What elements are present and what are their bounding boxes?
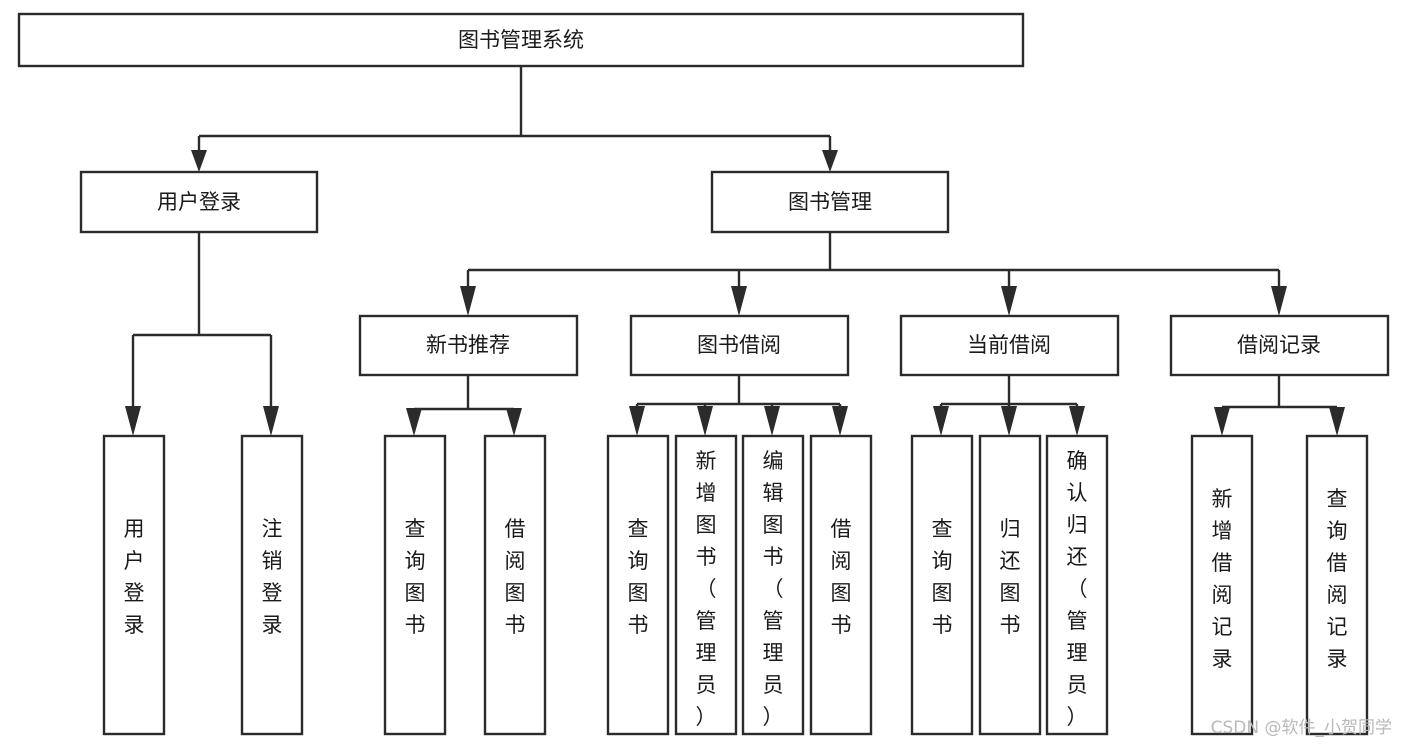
arrow-icon-leaf-logout: [263, 406, 279, 436]
node-current-borrow-box[interactable]: [899, 314, 1120, 377]
node-book-manage-box[interactable]: [710, 170, 950, 234]
arrow-icon-book-borrow: [731, 286, 747, 316]
leaf-node-borrow-query-book-box[interactable]: [606, 434, 670, 736]
leaf-node-borrow-query-book-label: 查询图书: [628, 517, 649, 637]
arrow-icon-newbook-leaf-1: [406, 408, 422, 436]
leaf-node-newbook-query-book[interactable]: 查询图书: [383, 434, 447, 736]
leaf-node-edit-book-admin[interactable]: 编辑图书（管理员）: [741, 434, 805, 736]
arrow-icon-borrowrecord-leaf-1: [1214, 407, 1230, 436]
node-borrow-record[interactable]: 借阅记录: [1169, 314, 1390, 377]
leaf-node-newbook-query-book-box[interactable]: [383, 434, 447, 736]
leaf-node-return-book-box[interactable]: [978, 434, 1042, 736]
arrow-icon-borrowrecord-leaf-2: [1329, 407, 1345, 436]
node-new-book-recommend-label: 新书推荐: [426, 333, 510, 357]
arrow-icon-bookborrow-leaf-2: [697, 406, 713, 436]
watermark-label: CSDN @软件_小贺同学: [1211, 718, 1392, 738]
leaf-node-query-borrow-record[interactable]: 查询借阅记录: [1305, 434, 1369, 736]
leaf-node-user-login[interactable]: 用户登录: [102, 434, 166, 736]
leaf-node-add-borrow-record-label: 新增借阅记录: [1212, 487, 1233, 671]
node-book-manage-label: 图书管理: [788, 190, 872, 214]
arrow-icon-current-borrow: [1001, 286, 1017, 316]
node-user-login-label: 用户登录: [157, 190, 241, 214]
node-user-login[interactable]: 用户登录: [79, 170, 319, 234]
leaf-node-add-borrow-record-box[interactable]: [1190, 434, 1254, 736]
leaf-node-add-book-admin[interactable]: 新增图书（管理员）: [674, 434, 738, 736]
leaf-node-confirm-return-admin[interactable]: 确认归还（管理员）: [1045, 434, 1109, 736]
leaf-node-logout[interactable]: 注销登录: [240, 434, 304, 736]
node-book-borrow-box[interactable]: [629, 314, 850, 377]
node-book-borrow-label: 图书借阅: [697, 333, 781, 357]
leaf-node-user-login-label: 用户登录: [124, 517, 145, 637]
arrow-icon-borrow-record: [1271, 286, 1287, 316]
leaf-node-logout-box[interactable]: [240, 434, 304, 736]
arrow-icon-newbook-leaf-2: [506, 408, 522, 436]
node-current-borrow[interactable]: 当前借阅: [899, 314, 1120, 377]
node-borrow-record-label: 借阅记录: [1237, 333, 1321, 357]
leaf-node-query-borrow-record-label: 查询借阅记录: [1327, 487, 1348, 671]
leaf-node-newbook-query-book-label: 查询图书: [405, 517, 426, 637]
arrow-icon-leaf-user-login: [125, 406, 141, 436]
node-root-system-label: 图书管理系统: [458, 28, 584, 52]
leaf-node-borrow-book-box[interactable]: [809, 434, 873, 736]
leaf-node-current-query-book-label: 查询图书: [932, 517, 953, 637]
arrow-icon-bookborrow-leaf-1: [629, 406, 645, 436]
leaf-node-newbook-borrow-book-label: 借阅图书: [505, 517, 526, 637]
node-borrow-record-box[interactable]: [1169, 314, 1390, 377]
leaf-node-add-book-admin-box[interactable]: [674, 434, 738, 736]
node-book-borrow[interactable]: 图书借阅: [629, 314, 850, 377]
node-book-manage[interactable]: 图书管理: [710, 170, 950, 234]
arrow-icon-book-manage: [822, 150, 838, 172]
leaf-node-query-borrow-record-box[interactable]: [1305, 434, 1369, 736]
leaf-node-newbook-borrow-book[interactable]: 借阅图书: [483, 434, 547, 736]
leaf-node-current-query-book[interactable]: 查询图书: [910, 434, 974, 736]
leaf-node-edit-book-admin-box[interactable]: [741, 434, 805, 736]
arrow-icon-currentborrow-leaf-2: [1001, 406, 1017, 436]
node-new-book-recommend[interactable]: 新书推荐: [358, 314, 579, 377]
node-user-login-box[interactable]: [79, 170, 319, 234]
leaf-node-confirm-return-admin-label: 确认归还（管理员）: [1067, 449, 1088, 729]
leaf-node-confirm-return-admin-box[interactable]: [1045, 434, 1109, 736]
node-root-system-box[interactable]: [17, 12, 1025, 68]
node-root-system[interactable]: 图书管理系统: [17, 12, 1025, 68]
leaf-node-add-book-admin-label: 新增图书（管理员）: [696, 449, 717, 729]
arrow-icon-currentborrow-leaf-3: [1069, 406, 1085, 436]
leaf-node-borrow-book-label: 借阅图书: [831, 517, 852, 637]
leaf-node-borrow-book[interactable]: 借阅图书: [809, 434, 873, 736]
arrow-icon-bookborrow-leaf-4: [832, 406, 848, 436]
connector-layer: [125, 66, 1345, 436]
leaf-node-add-borrow-record[interactable]: 新增借阅记录: [1190, 434, 1254, 736]
leaf-node-return-book-label: 归还图书: [1000, 517, 1021, 637]
leaf-node-edit-book-admin-label: 编辑图书（管理员）: [763, 449, 784, 729]
arrow-icon-bookborrow-leaf-3: [764, 406, 780, 436]
leaf-node-newbook-borrow-book-box[interactable]: [483, 434, 547, 736]
arrow-icon-currentborrow-leaf-1: [933, 406, 949, 436]
leaf-node-current-query-book-box[interactable]: [910, 434, 974, 736]
node-current-borrow-label: 当前借阅: [967, 333, 1051, 357]
arrow-icon-user-login: [191, 150, 207, 172]
node-new-book-recommend-box[interactable]: [358, 314, 579, 377]
leaf-node-logout-label: 注销登录: [262, 517, 283, 637]
arrow-icon-new-book: [460, 286, 476, 316]
leaf-node-return-book[interactable]: 归还图书: [978, 434, 1042, 736]
leaf-node-user-login-box[interactable]: [102, 434, 166, 736]
leaf-node-borrow-query-book[interactable]: 查询图书: [606, 434, 670, 736]
